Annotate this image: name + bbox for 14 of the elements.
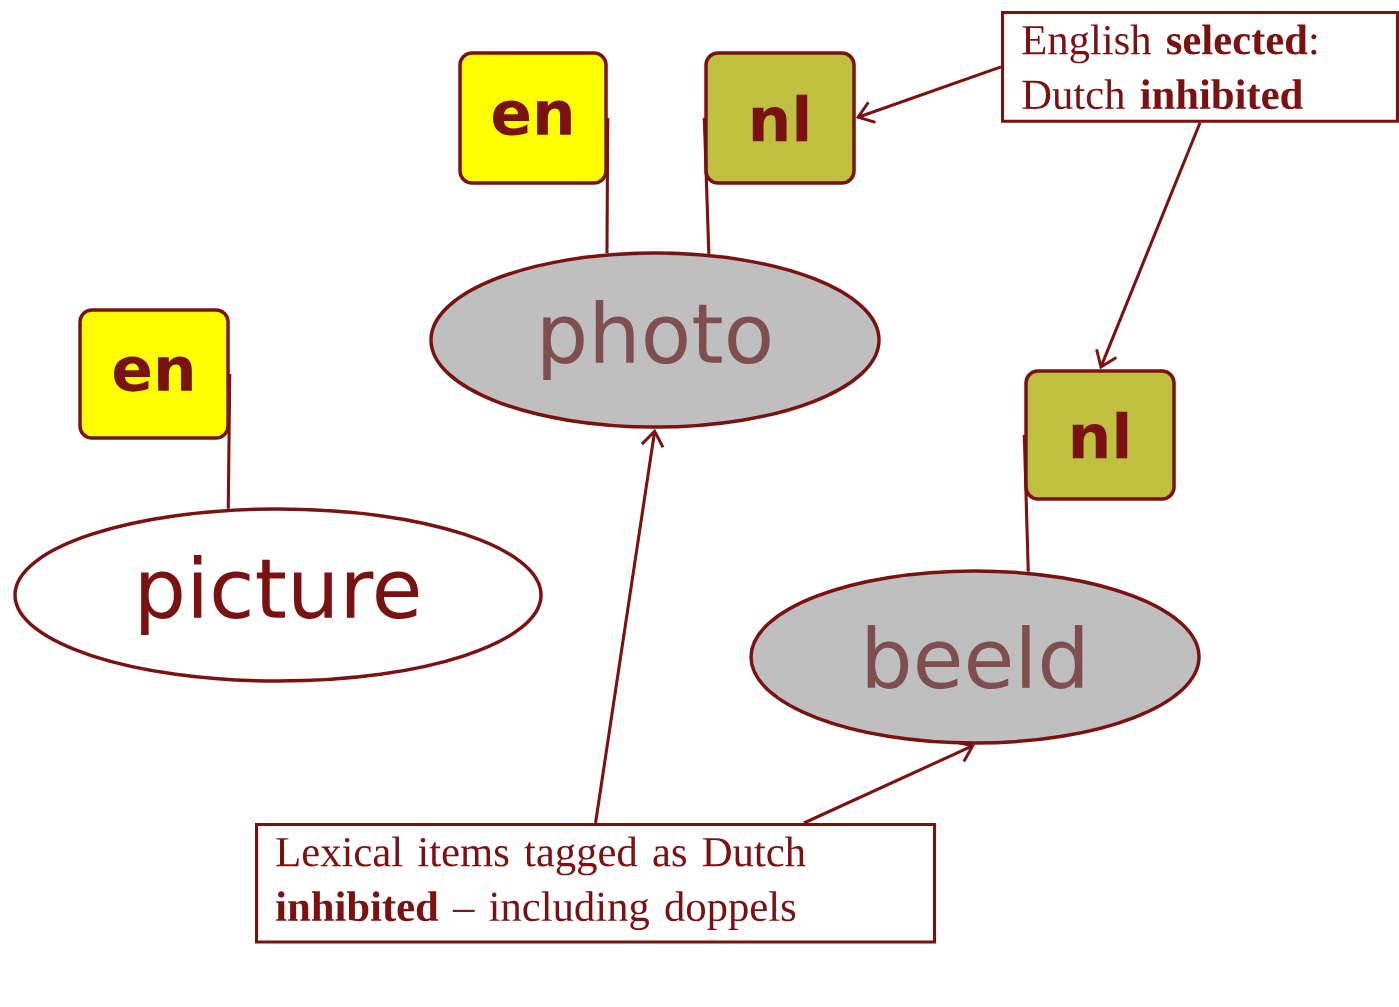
connector-line (226, 374, 232, 509)
language-tag: en (458, 51, 608, 185)
language-tag: nl (704, 51, 856, 185)
language-tag: nl (1024, 369, 1176, 501)
callout-box: English selected: Dutch inhibited (1001, 11, 1399, 123)
arrow (594, 428, 665, 824)
connector-line (605, 118, 610, 254)
arrow (855, 65, 1002, 124)
connector-line (1022, 434, 1030, 572)
connector-line (702, 117, 711, 254)
callout-box: Lexical items tagged as Dutch inhibited – including doppels (255, 823, 937, 944)
language-tag: en (78, 308, 230, 440)
arrow (803, 740, 975, 825)
arrow (1095, 122, 1202, 370)
